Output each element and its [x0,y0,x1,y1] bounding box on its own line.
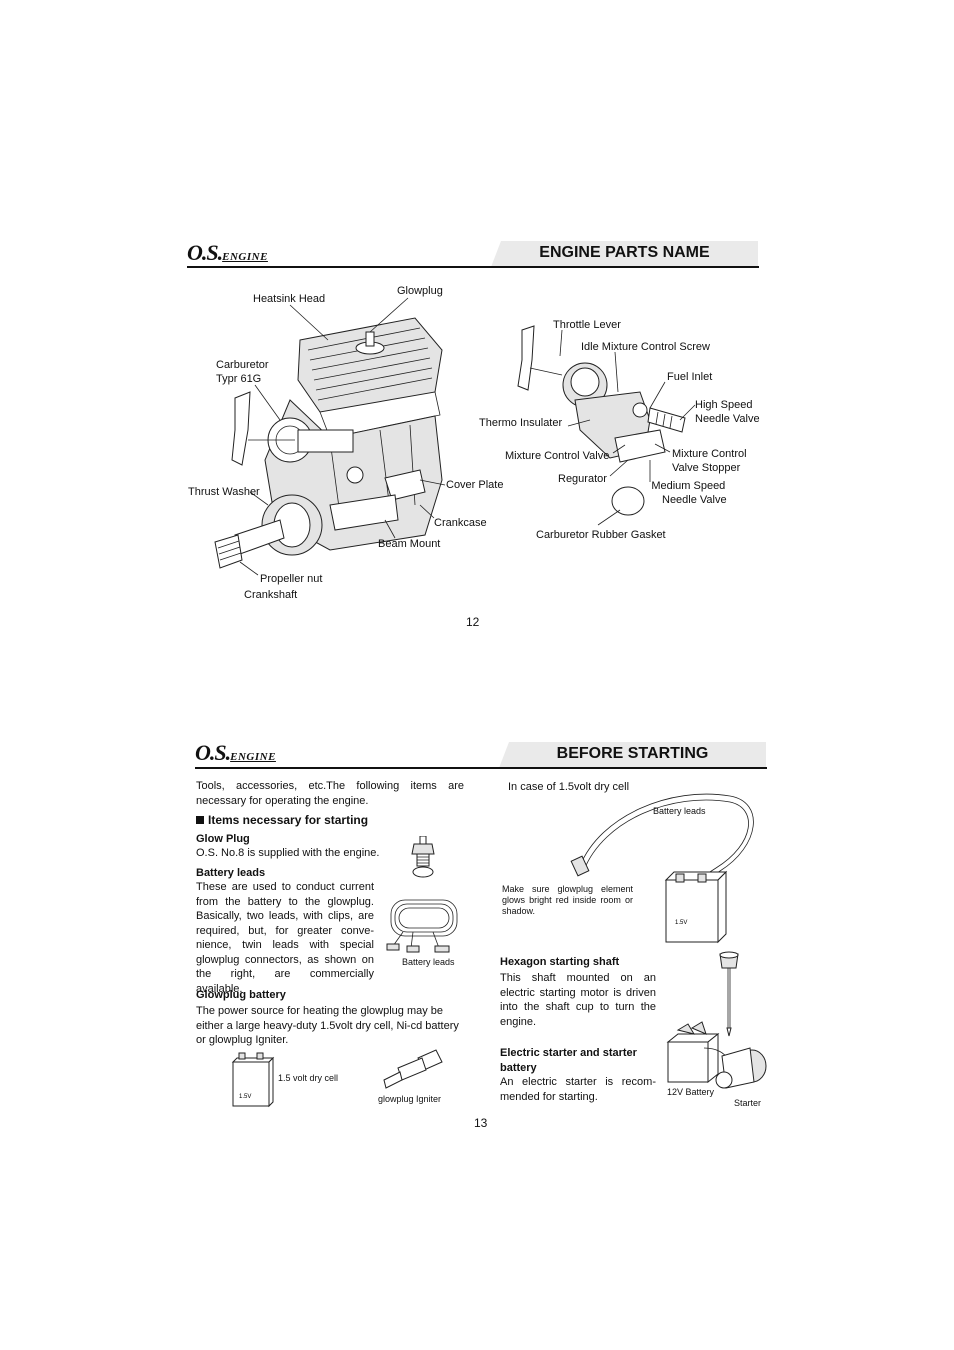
page-number: 13 [474,1116,487,1130]
dry-cell-icon: 1.5V [229,1052,277,1108]
os-engine-logo: O.S.ENGINE [195,740,276,766]
label-mixture-valve-stopper: Mixture Control Valve Stopper [672,447,747,475]
label-beam-mount: Beam Mount [378,537,440,551]
label-throttle-lever: Throttle Lever [553,318,621,332]
page-title: ENGINE PARTS NAME [491,244,758,262]
svg-text:1.5V: 1.5V [239,1094,251,1100]
glow-plug-icon [404,836,444,880]
battery-leads-caption: Battery leads [402,957,455,967]
battery-12v-caption: 12V Battery [667,1087,714,1097]
label-idle-mixture-screw: Idle Mixture Control Screw [581,340,710,354]
battery-leads-icon [383,896,465,954]
glow-plug-heading: Glow Plug [196,833,250,845]
label-medium-speed-needle: Medium Speed Needle Valve [650,479,727,507]
label-high-speed-needle: High Speed Needle Valve [695,398,760,426]
dry-cell-hookup-illustration: 1.5V [560,776,770,946]
igniter-caption: glowplug Igniter [378,1094,441,1104]
starter-heading: Electric starter and starter battery [500,1046,650,1076]
page-title: BEFORE STARTING [499,745,766,763]
battery-leads-text: These are used to conduct current from t… [196,880,374,996]
starter-battery-illustration [664,1018,770,1096]
dry-cell-caption: 1.5 volt dry cell [278,1073,338,1083]
intro-text: Tools, accessories, etc.The following it… [196,779,464,808]
label-regurator: Regurator [558,472,607,486]
section-heading: Items necessary for starting [196,813,368,827]
glow-plug-text: O.S. No.8 is supplied with the engine. [196,846,396,861]
label-crankcase: Crankcase [434,516,487,530]
svg-text:1.5V: 1.5V [675,920,687,926]
starter-caption: Starter [734,1098,761,1108]
header-rule [195,767,767,769]
label-fuel-inlet: Fuel Inlet [667,370,712,384]
label-heatsink-head: Heatsink Head [253,292,325,306]
os-engine-logo: O.S.ENGINE [187,240,268,266]
right-battery-leads-caption: Battery leads [653,806,706,816]
section-banner: ENGINE PARTS NAME [491,241,758,267]
label-glowplug: Glowplug [397,284,443,298]
square-bullet-icon [196,816,204,824]
hex-shaft-text: This shaft mounted on an electric starti… [500,971,656,1029]
starter-text: An electric starter is recom-mended for … [500,1075,656,1104]
glow-note: Make sure glowplug element glows bright … [502,884,633,917]
section-banner: BEFORE STARTING [499,742,766,768]
label-crankshaft: Crankshaft [244,588,297,602]
engine-illustration [180,280,510,610]
label-cover-plate: Cover Plate [446,478,503,492]
page-number: 12 [466,615,479,629]
battery-leads-heading: Battery leads [196,867,265,879]
glowplug-battery-text: The power source for heating the glowplu… [196,1004,464,1048]
glowplug-battery-heading: Glowplug battery [196,989,286,1001]
label-mixture-control-valve: Mixture Control Valve [505,449,609,463]
label-thermo-insulater: Thermo Insulater [479,416,562,430]
hex-shaft-heading: Hexagon starting shaft [500,956,619,968]
label-thrust-washer: Thrust Washer [188,485,260,499]
label-carburetor-rubber-gasket: Carburetor Rubber Gasket [536,528,666,542]
label-carburetor: Carburetor Typr 61G [216,358,269,386]
label-propeller-nut: Propeller nut [260,572,322,586]
glowplug-igniter-icon [378,1048,448,1094]
header-rule [187,266,759,268]
